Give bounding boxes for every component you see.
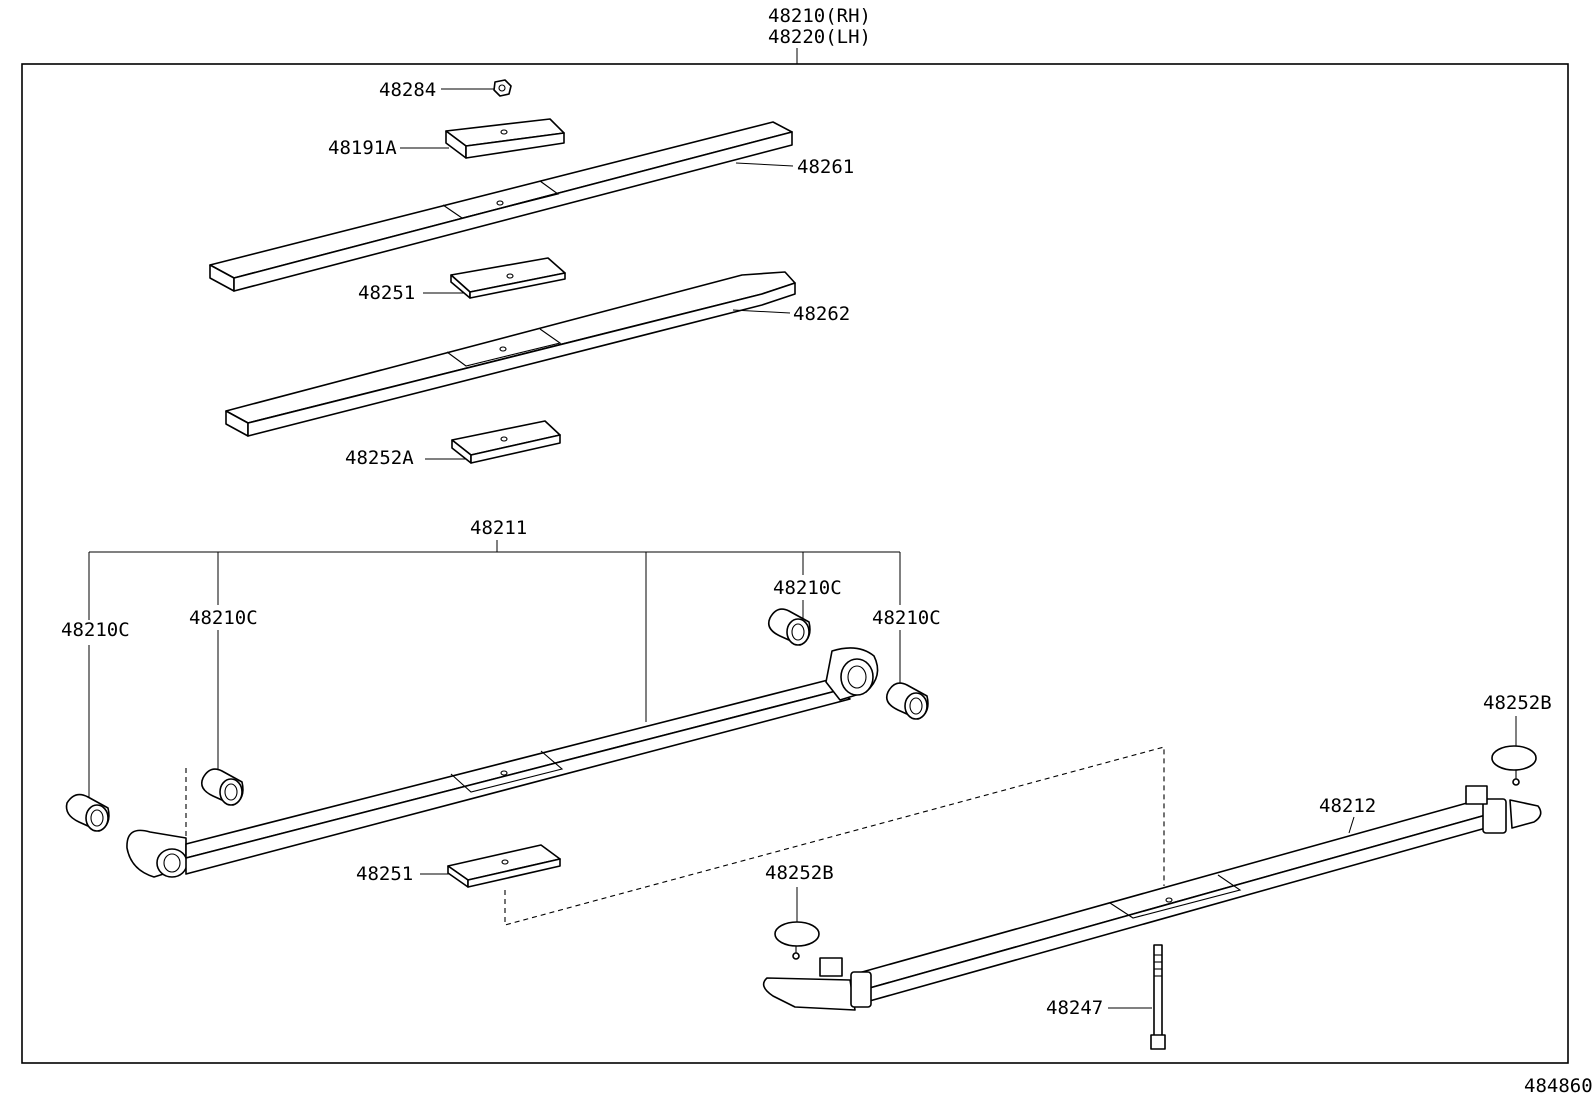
figure-id: 484860 (1524, 1075, 1592, 1097)
main-leaf-48211[interactable] (126, 647, 879, 878)
insert-48251-upper[interactable]: 48251 (358, 257, 566, 304)
callout-48210C-left: 48210C (189, 607, 258, 629)
pad-48191A[interactable]: 48191A (328, 118, 565, 159)
callout-48210C-right-upper: 48210C (773, 577, 842, 599)
nut-48284[interactable]: 48284 (379, 79, 512, 101)
callout-48191A: 48191A (328, 137, 397, 159)
callout-48211[interactable]: 48211 (470, 517, 527, 539)
bushing-48210C-far-left[interactable]: 48210C (61, 619, 130, 832)
alignment-dashed-line (504, 746, 1165, 926)
callout-48210C-far-left: 48210C (61, 619, 130, 641)
callout-48247: 48247 (1046, 997, 1103, 1019)
callout-48251-upper: 48251 (358, 282, 415, 304)
assembly-label-rh[interactable]: 48210(RH) (768, 5, 871, 27)
callout-48252A: 48252A (345, 447, 414, 469)
leaf-48261[interactable]: 48261 (209, 121, 854, 292)
bushing-48210C-left[interactable]: 48210C (189, 607, 258, 806)
leaf-48262[interactable]: 48262 (225, 271, 850, 437)
center-bolt-48247[interactable]: 48247 (1046, 944, 1166, 1050)
assembly-label-lh[interactable]: 48220(LH) (768, 26, 871, 48)
bushing-48210C-right-upper[interactable]: 48210C (767, 577, 842, 646)
assembly-frame (21, 63, 1569, 1064)
callout-48210C-right: 48210C (872, 607, 941, 629)
callout-48261: 48261 (797, 156, 854, 178)
callout-48284: 48284 (379, 79, 436, 101)
insert-48252A[interactable]: 48252A (345, 420, 561, 469)
insert-48251-lower[interactable]: 48251 (356, 844, 561, 888)
callout-48212: 48212 (1319, 795, 1376, 817)
callout-48252B-right: 48252B (1483, 692, 1552, 714)
helper-leaf-48212[interactable]: 48212 (762, 785, 1542, 1011)
bushing-48210C-right[interactable]: 48210C (872, 607, 941, 720)
button-48252B-left[interactable]: 48252B (765, 862, 834, 960)
main-leaf-bracket: 48211 (88, 517, 901, 722)
callout-48251-lower: 48251 (356, 863, 413, 885)
button-48252B-right[interactable]: 48252B (1483, 692, 1552, 786)
callout-48262: 48262 (793, 303, 850, 325)
callout-48252B-left: 48252B (765, 862, 834, 884)
